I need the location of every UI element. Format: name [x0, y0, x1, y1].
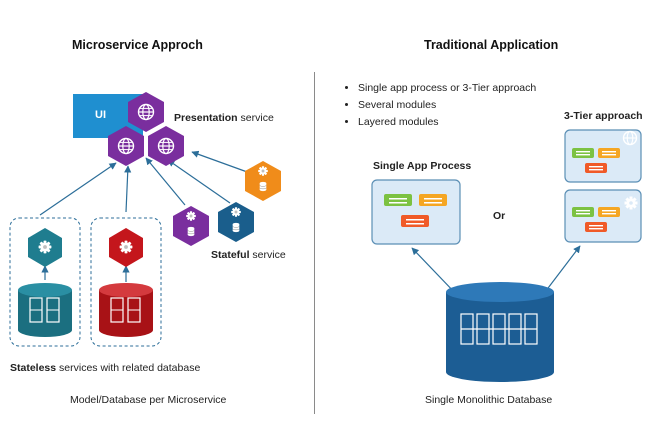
single-app-label: Single App Process [373, 160, 472, 172]
stateful-hex-purple [173, 206, 209, 246]
presentation-hex-top [128, 92, 164, 132]
single-app-box [371, 179, 461, 245]
stateful-arrows [145, 150, 251, 206]
stateful-hex-orange [245, 161, 281, 201]
right-title: Traditional Application [424, 38, 559, 52]
or-label: Or [493, 210, 506, 222]
tier-box-top [564, 129, 642, 183]
presentation-hex-right [148, 126, 184, 166]
monolithic-database [446, 282, 554, 382]
right-caption: Single Monolithic Database [425, 394, 553, 406]
tier-box-bottom [564, 189, 642, 243]
bullet-item: Layered modules [358, 114, 536, 131]
ui-label: UI [95, 109, 106, 121]
section-divider [314, 72, 315, 414]
bullet-item: Several modules [358, 97, 536, 114]
left-caption: Model/Database per Microservice [70, 394, 227, 406]
stateless-arrows [39, 162, 132, 282]
bullet-item: Single app process or 3-Tier approach [358, 80, 536, 97]
presentation-hex-left [108, 126, 144, 166]
stateless-group-teal [9, 217, 81, 347]
stateful-hex-navy [218, 202, 254, 242]
stateless-group-red [90, 217, 162, 347]
left-title: Microservice Approch [72, 38, 203, 52]
stateful-service-label: Stateful service [211, 249, 286, 261]
three-tier-label: 3-Tier approach [564, 110, 643, 122]
stateless-services-label: Stateless services with related database [10, 362, 201, 374]
traditional-bullets: Single app process or 3-Tier approach Se… [344, 80, 536, 131]
presentation-service-label: Presentation service [174, 112, 274, 124]
